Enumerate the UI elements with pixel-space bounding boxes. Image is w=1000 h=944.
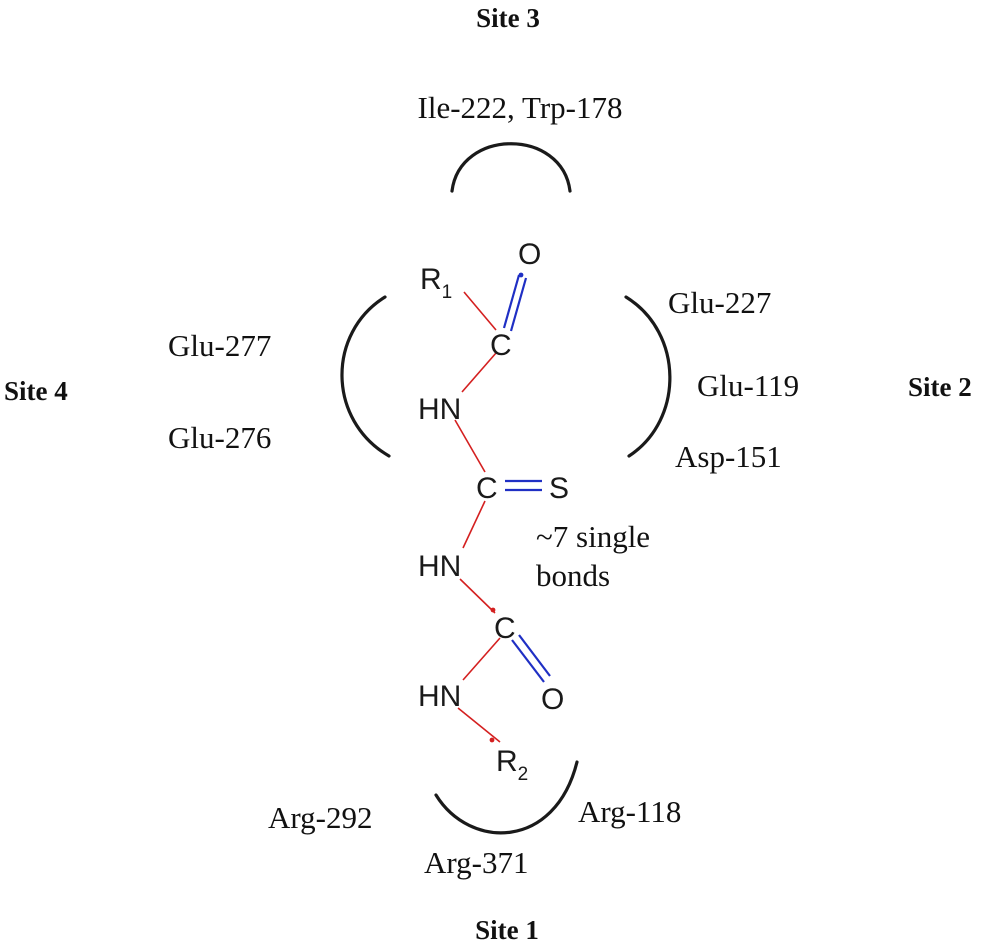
atom-c-1: C xyxy=(490,329,512,362)
atom-r2: R2 xyxy=(496,745,528,785)
atom-c-2: C xyxy=(476,472,498,505)
residue-asp-151: Asp-151 xyxy=(675,439,782,474)
bond-r1-c xyxy=(463,291,497,331)
site-4-arc xyxy=(340,295,391,458)
atom-r1: R1 xyxy=(420,263,452,303)
site-3-residues: Ile-222, Trp-178 xyxy=(418,90,623,125)
site-3-arc xyxy=(450,142,572,193)
atom-hn-1: HN xyxy=(418,393,461,426)
bond-dot-r2 xyxy=(489,737,495,743)
atom-c-3: C xyxy=(494,612,516,645)
bond-hn-c-3 xyxy=(459,578,496,614)
single-bonds-annotation-line-1: ~7 single xyxy=(536,519,650,554)
atom-r1-symbol: R xyxy=(420,263,442,296)
site-2-label: Site 2 xyxy=(908,372,972,402)
residue-glu-227: Glu-227 xyxy=(668,285,771,320)
residue-arg-371: Arg-371 xyxy=(424,845,528,880)
bond-c-hn-2 xyxy=(462,500,486,549)
atom-r1-subscript: 1 xyxy=(442,282,453,303)
bond-c-hn-3 xyxy=(462,637,501,681)
bond-c-o-top-b xyxy=(509,277,528,332)
bond-c-o-bottom-b xyxy=(518,634,551,677)
site-4-label: Site 4 xyxy=(4,376,68,406)
atom-hn-2: HN xyxy=(418,550,461,583)
residue-glu-277: Glu-277 xyxy=(168,328,271,363)
bond-c-hn-1 xyxy=(461,352,497,393)
bond-c-o-bottom-a xyxy=(511,639,545,683)
residue-glu-119: Glu-119 xyxy=(697,368,799,403)
bond-dot-top xyxy=(518,272,524,278)
bond-hn-c-2 xyxy=(454,419,486,473)
site-2-arc xyxy=(624,295,672,458)
residue-arg-292: Arg-292 xyxy=(268,800,372,835)
residue-glu-276: Glu-276 xyxy=(168,420,271,455)
residue-arg-118: Arg-118 xyxy=(578,794,681,829)
bond-hn-r2 xyxy=(457,707,501,743)
atom-o-top: O xyxy=(518,238,541,271)
site-1-arc xyxy=(434,760,579,835)
site-3-label: Site 3 xyxy=(476,3,540,33)
bond-c-o-top-a xyxy=(502,274,521,329)
site-1-label: Site 1 xyxy=(475,915,539,944)
single-bonds-annotation-line-2: bonds xyxy=(536,558,610,593)
atom-hn-3: HN xyxy=(418,680,461,713)
atom-s: S xyxy=(549,472,569,505)
atom-r2-subscript: 2 xyxy=(518,764,529,785)
atom-o-bottom: O xyxy=(541,683,564,716)
bond-dot-hn3 xyxy=(490,607,496,613)
atom-r2-symbol: R xyxy=(496,745,518,778)
